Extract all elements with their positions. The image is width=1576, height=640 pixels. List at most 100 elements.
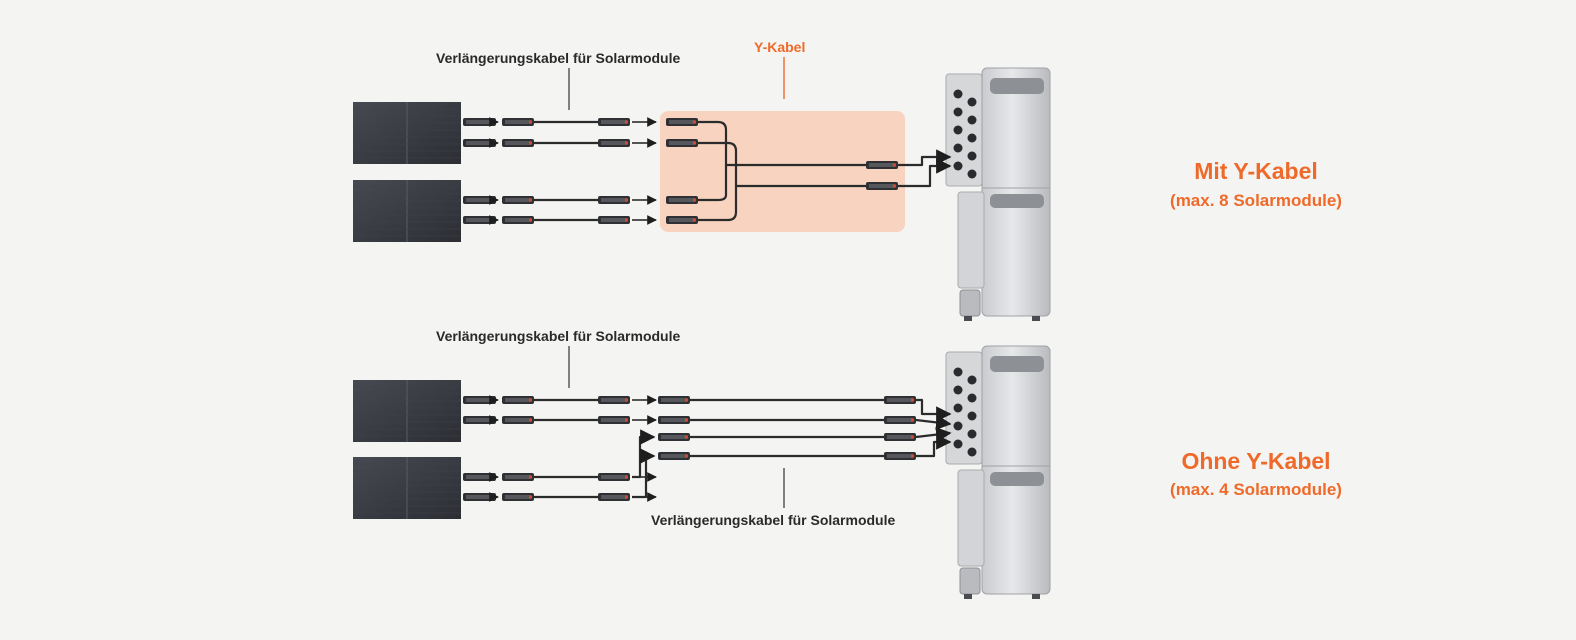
mc4-connector-icon xyxy=(598,216,630,224)
connector-ridge xyxy=(505,120,531,124)
connector-tip xyxy=(685,454,688,458)
mc4-connector-icon xyxy=(502,473,534,481)
base-block xyxy=(959,289,981,317)
port-socket xyxy=(967,169,977,179)
section-subtitle-without-y: (max. 4 Solarmodule) xyxy=(1170,480,1342,499)
mc4-connector-icon xyxy=(598,493,630,501)
foot xyxy=(964,316,972,321)
connector-tip xyxy=(625,218,628,222)
connector-ridge xyxy=(505,495,531,499)
y-cable xyxy=(698,141,738,222)
mc4-connector-icon xyxy=(502,396,534,404)
connector-tip xyxy=(625,495,628,499)
connector-tip xyxy=(491,475,494,479)
connector-tip xyxy=(529,418,532,422)
ext-cable-label-top: Verlängerungskabel für Solarmodule xyxy=(436,50,681,66)
mc4-connector-icon xyxy=(658,396,690,404)
connector-tip xyxy=(491,398,494,402)
connector-ridge xyxy=(466,120,493,124)
connector-ridge xyxy=(661,398,687,402)
connector-tip xyxy=(529,120,532,124)
mc4-connector-icon xyxy=(502,416,534,424)
cable xyxy=(915,414,952,431)
port-socket xyxy=(967,375,977,385)
ext-cable-label-bottom: Verlängerungskabel für Solarmodule xyxy=(651,512,896,528)
port-socket xyxy=(967,133,977,143)
y-cable-output-connector-icon xyxy=(866,182,898,190)
cable xyxy=(915,426,952,443)
port-socket xyxy=(953,125,963,135)
connector-ridge xyxy=(601,120,627,124)
connector-ridge xyxy=(601,141,627,145)
mc4-connector-icon xyxy=(502,139,534,147)
battery-storage-icon xyxy=(945,67,1051,321)
mc4-connector-icon xyxy=(884,396,916,404)
connector-tip xyxy=(491,198,494,202)
base-block xyxy=(959,567,981,595)
connector-tip xyxy=(529,198,532,202)
port-socket xyxy=(953,89,963,99)
foot xyxy=(1032,594,1040,599)
port-socket xyxy=(967,151,977,161)
connector-ridge xyxy=(887,418,913,422)
connector-tip xyxy=(911,398,914,402)
foot xyxy=(964,594,972,599)
connector-tip xyxy=(625,475,628,479)
port-socket xyxy=(967,447,977,457)
y-cable-connector-icon xyxy=(666,216,698,224)
mc4-connector-icon xyxy=(598,118,630,126)
connector-tip xyxy=(893,184,896,188)
port-socket xyxy=(953,385,963,395)
connector-tip xyxy=(625,398,628,402)
port-module xyxy=(945,73,983,187)
connector-ridge xyxy=(669,218,695,222)
mc4-connector-icon xyxy=(658,433,690,441)
connector-tip xyxy=(685,435,688,439)
port-module xyxy=(945,351,983,465)
connector-tip xyxy=(529,495,532,499)
connector-ridge xyxy=(505,141,531,145)
mc4-connector-icon xyxy=(598,473,630,481)
connector-ridge xyxy=(669,141,695,145)
port-socket xyxy=(967,115,977,125)
connector-ridge xyxy=(466,141,493,145)
connector-tip xyxy=(491,120,494,124)
lower-module xyxy=(957,191,985,289)
connector-tip xyxy=(693,120,696,124)
battery-storage-icon xyxy=(945,345,1051,599)
cable xyxy=(632,448,656,499)
connector-tip xyxy=(529,398,532,402)
panel-connector-icon xyxy=(463,196,496,204)
storage-tower xyxy=(981,67,1051,317)
port-socket xyxy=(967,411,977,421)
connector-tip xyxy=(685,398,688,402)
handle-top xyxy=(990,356,1044,372)
panel-connector-icon xyxy=(463,493,496,501)
connector-tip xyxy=(491,495,494,499)
panel-connector-icon xyxy=(463,396,496,404)
connector-tip xyxy=(893,163,896,167)
connector-ridge xyxy=(887,398,913,402)
mc4-connector-icon xyxy=(502,118,534,126)
connector-tip xyxy=(491,218,494,222)
connector-tip xyxy=(529,218,532,222)
connector-ridge xyxy=(466,218,493,222)
mc4-connector-icon xyxy=(884,433,916,441)
mc4-connector-icon xyxy=(658,452,690,460)
connector-ridge xyxy=(661,435,687,439)
connector-tip xyxy=(491,141,494,145)
connector-ridge xyxy=(869,163,895,167)
connector-ridge xyxy=(466,418,493,422)
mc4-connector-icon xyxy=(598,196,630,204)
lower-module xyxy=(957,469,985,567)
connector-tip xyxy=(625,120,628,124)
mc4-connector-icon xyxy=(658,416,690,424)
panel-connector-icon xyxy=(463,416,496,424)
connector-tip xyxy=(625,418,628,422)
panel-connector-icon xyxy=(463,139,496,147)
section-title-without-y: Ohne Y-Kabel xyxy=(1181,448,1331,474)
connector-tip xyxy=(693,198,696,202)
connector-ridge xyxy=(601,218,627,222)
connector-tip xyxy=(529,475,532,479)
